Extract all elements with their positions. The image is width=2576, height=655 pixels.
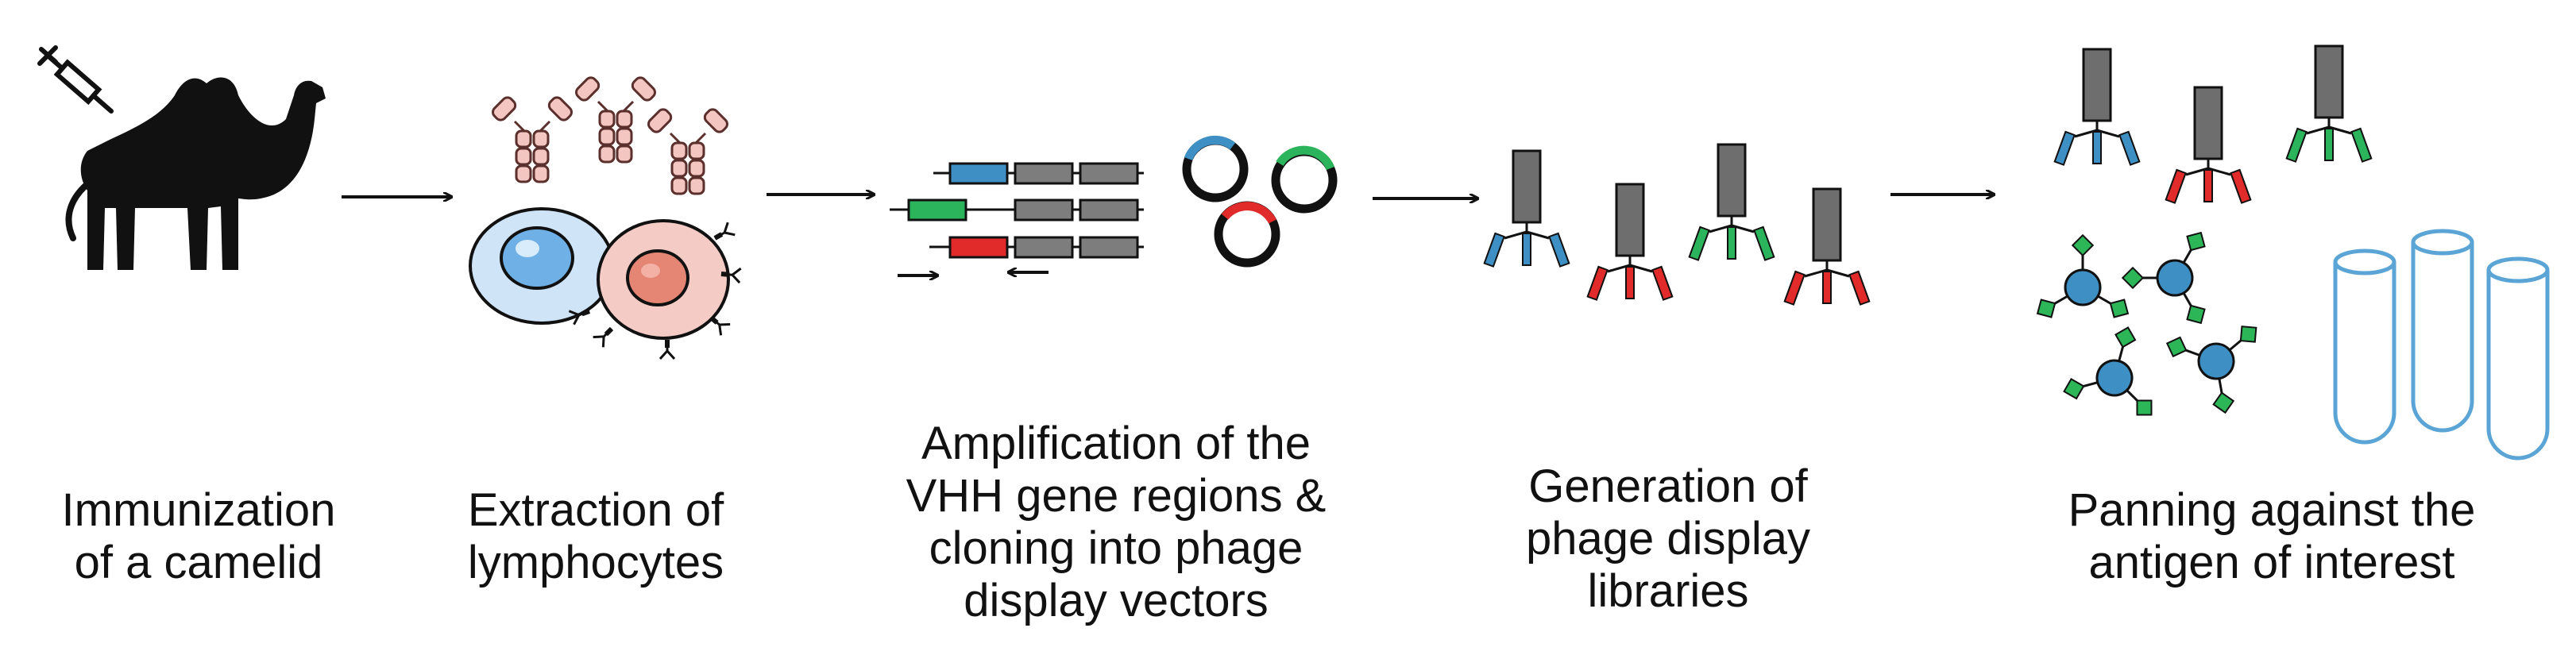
phage-icon: [2285, 44, 2373, 163]
phage-icon: [2165, 86, 2252, 204]
phage-icon: [2053, 48, 2141, 166]
plasmid-icon: [1182, 135, 1338, 268]
caption-line: Generation of: [1528, 460, 1808, 512]
phage-icon: [1688, 143, 1775, 261]
test-tube-icon: [2333, 229, 2550, 460]
caption-line: antigen of interest: [2088, 537, 2455, 588]
phage-icon: [1483, 149, 1570, 268]
step-3-caption: Amplification of the VHH gene regions & …: [870, 418, 1362, 627]
membrane-antibodies: [568, 222, 742, 360]
camel-icon: [65, 77, 326, 271]
caption-line: cloning into phage: [929, 522, 1303, 574]
syringe-icon: [37, 45, 114, 114]
gene-construct-icon: [890, 162, 1144, 259]
antibody-group: [492, 76, 728, 195]
caption-line: Extraction of: [467, 484, 724, 536]
step-1-caption: Immunization of a camelid: [0, 484, 397, 589]
phage-icon: [1586, 183, 1674, 301]
primer-arrows: [898, 272, 1049, 275]
caption-line: Panning against the: [2068, 484, 2476, 536]
plasma-cell-icon: [597, 219, 730, 340]
antibody-icon: [575, 76, 656, 164]
caption-line: Amplification of the: [921, 418, 1311, 469]
step-5-caption: Panning against the antigen of interest: [2010, 484, 2534, 589]
antibody-icon: [713, 222, 736, 241]
antibody-icon: [593, 326, 614, 348]
phage-icon: [1783, 187, 1871, 306]
antibody-icon: [492, 96, 573, 183]
caption-line: lymphocytes: [467, 537, 724, 588]
b-cell-icon: [469, 207, 615, 325]
antigen-bead-icon: [2036, 233, 2130, 318]
antibody-icon: [720, 267, 742, 284]
antibody-icon: [658, 340, 676, 360]
step-arrows: [342, 195, 1994, 198]
caption-line: Immunization: [61, 484, 336, 536]
step-4-caption: Generation of phage display libraries: [1462, 460, 1875, 618]
antigen-bead-icon: [2063, 326, 2153, 416]
antigen-bead-icon: [2121, 231, 2206, 325]
caption-line: of a camelid: [74, 537, 323, 588]
caption-line: libraries: [1587, 565, 1749, 617]
caption-line: VHH gene regions &: [906, 470, 1327, 522]
antigen-beads: [2036, 231, 2257, 416]
antibody-icon: [709, 315, 731, 336]
antigen-bead-icon: [2165, 326, 2257, 414]
antibody-icon: [647, 108, 728, 195]
step-2-caption: Extraction of lymphocytes: [397, 484, 794, 589]
caption-line: phage display: [1526, 513, 1810, 564]
antibody-icon: [568, 309, 591, 326]
phage-library: [1483, 44, 2373, 306]
caption-line: display vectors: [964, 575, 1269, 626]
